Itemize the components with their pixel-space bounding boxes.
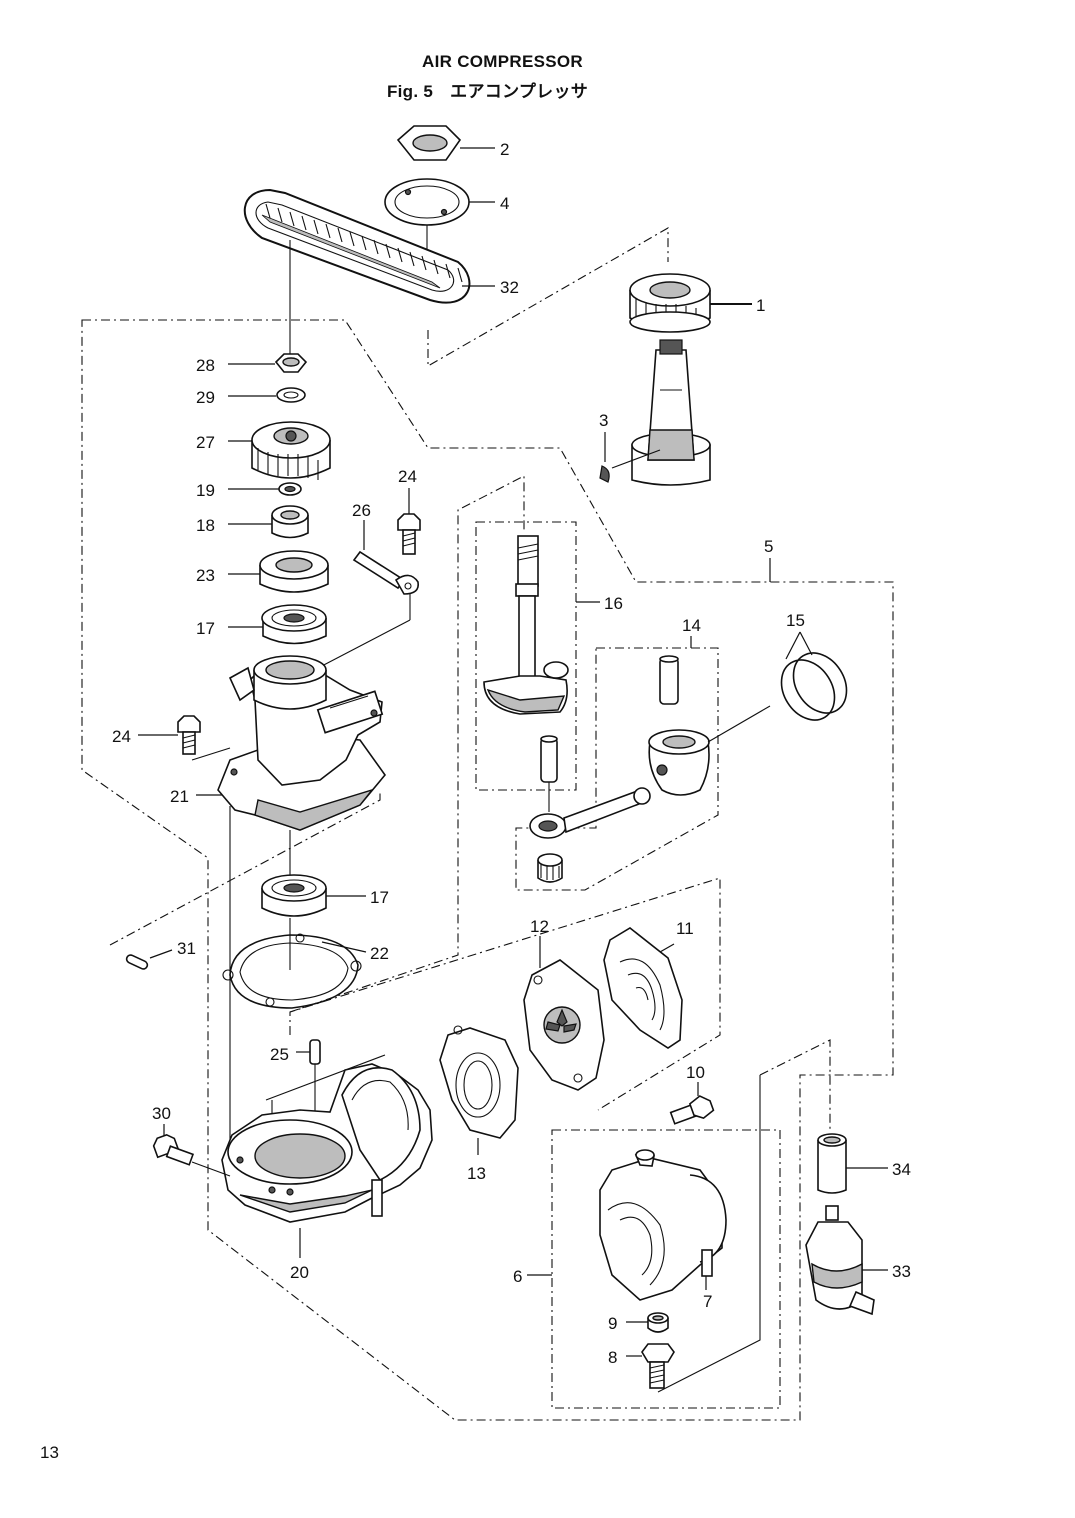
part-24-bolt-upper [397,488,421,555]
part-labels: 2 4 32 1 28 29 3 27 24 19 26 18 5 23 16 … [112,140,911,1367]
assembly-14-outline [515,647,719,891]
part-12-valve-plate [523,936,605,1091]
part-21-compressor-housing [191,655,387,831]
connecting-rod [529,787,651,839]
label-part-12: 12 [530,917,549,936]
label-part-19: 19 [196,481,215,500]
assembly-6-outline [551,1129,781,1409]
label-part-16: 16 [604,594,623,613]
part-20-cylinder [221,1063,433,1258]
label-part-2: 2 [500,140,509,159]
label-part-18: 18 [196,516,215,535]
needle-bearing [537,853,563,883]
part-8-fitting [626,1343,675,1389]
label-part-28: 28 [196,356,215,375]
label-part-6: 6 [513,1267,522,1286]
piston [648,705,771,796]
label-part-4: 4 [500,194,509,213]
page-number: 13 [40,1443,59,1462]
label-part-22: 22 [370,944,389,963]
label-part-27: 27 [196,433,215,452]
part-1-pulley-gear [629,273,752,333]
part-3-woodruff-key [599,465,610,483]
label-part-14: 14 [682,616,701,635]
part-10-screw [669,1082,715,1125]
label-part-17-lower: 17 [370,888,389,907]
pin-guide-line [109,790,381,946]
part-17-upper-bearing [228,604,327,645]
figure-title-japanese: エアコンプレッサ [450,82,589,101]
part-22-gasket [222,918,367,1009]
part-29-washer [228,387,306,403]
diaphragm-group-outline [289,877,721,1111]
label-part-23: 23 [196,566,215,585]
part-25-dowel-pin [296,1039,321,1120]
part-34-hose-sleeve [817,1133,888,1194]
part-2-hex-nut [396,125,495,161]
part-3-leader-2 [611,449,661,469]
wrist-pin-lower [540,735,558,812]
part-27-drive-sprocket [228,421,331,480]
label-part-3: 3 [599,411,608,430]
part-14-piston-pin [659,636,692,705]
part-24-bolt-left [138,715,201,755]
part-17-lower-bearing [261,830,366,917]
hose-guide-line [759,1039,831,1130]
part-6-cylinder-head [527,1149,727,1301]
part-9-washer [626,1312,669,1333]
label-part-17-upper: 17 [196,619,215,638]
label-part-24-upper: 24 [398,467,417,486]
label-part-26: 26 [352,501,371,520]
part-13-head-gasket [439,1025,519,1155]
label-part-24-left: 24 [112,727,131,746]
label-part-8: 8 [608,1348,617,1367]
label-part-25: 25 [270,1045,289,1064]
label-part-7: 7 [703,1292,712,1311]
label-part-15: 15 [786,611,805,630]
part-32-timing-belt [243,188,495,355]
label-part-9: 9 [608,1314,617,1333]
part-31-dowel-pin [125,949,173,970]
label-part-1: 1 [756,296,765,315]
label-part-11: 11 [676,919,694,938]
part-18-bushing [228,505,309,539]
figure-number: Fig. 5 [386,82,434,101]
label-part-20: 20 [290,1263,309,1282]
part-33-air-filter [805,1205,888,1316]
part-26-ground-strap [317,520,420,669]
label-part-31: 31 [177,939,196,958]
label-part-33: 33 [892,1262,911,1281]
lower-guide-line [229,806,761,1393]
figure-caption: Fig. 5 エアコンプレッサ [0,77,975,102]
part-11-reed-valve [603,927,683,1049]
label-part-13: 13 [467,1164,486,1183]
label-part-21: 21 [170,787,189,806]
belt-guide-line [427,227,669,367]
assembly-16-outline [475,521,577,791]
label-part-30: 30 [152,1104,171,1123]
part-15-piston-rings [780,631,848,721]
part-16-crankshaft [483,535,600,715]
label-part-32: 32 [500,278,519,297]
assembly-5-outline [81,319,894,1421]
label-part-10: 10 [686,1063,705,1082]
part-30-bolt [152,1124,231,1177]
part-28-nut [228,353,308,373]
part-19-small-washer [228,482,302,496]
shaft-guide-line [289,475,525,1013]
part-4-cover-plate [384,178,495,295]
label-part-29: 29 [196,388,215,407]
part-23-oil-seal [228,550,329,593]
diagram-title: AIR COMPRESSOR [422,52,583,71]
label-part-34: 34 [892,1160,911,1179]
label-part-5: 5 [764,537,773,556]
drive-shaft-assembly [631,339,711,486]
